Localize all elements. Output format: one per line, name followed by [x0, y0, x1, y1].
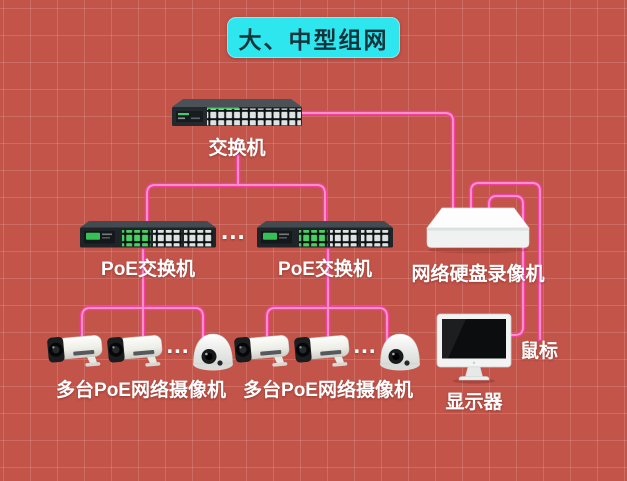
nvr-node: 网络硬盘录像机	[411, 200, 545, 286]
core-switch-label: 交换机	[208, 138, 266, 159]
nvr-label: 网络硬盘录像机	[411, 264, 545, 285]
bullet-camera-icon	[106, 328, 166, 372]
poe-switch-2-label: PoE交换机	[278, 259, 372, 280]
dome-camera-icon	[377, 330, 423, 372]
bullet-camera-icon	[293, 328, 353, 372]
poe-switch-icon	[78, 217, 218, 251]
diagram-title: 大、中型组网	[238, 26, 389, 53]
camera-row: ...	[46, 328, 235, 372]
camera-group-1: ... 多台PoE网络摄像机	[46, 328, 236, 402]
bullet-camera-icon	[46, 328, 106, 372]
dome-camera-icon	[190, 330, 236, 372]
camera-group-1-label: 多台PoE网络摄像机	[56, 380, 226, 401]
poe-switch-1-label: PoE交换机	[101, 259, 195, 280]
monitor-node: 显示器	[434, 312, 514, 414]
poe-switches-ellipsis: ...	[221, 215, 246, 245]
poe-switch-1-node: PoE交换机	[78, 217, 218, 281]
switch-icon	[170, 94, 304, 130]
core-switch-node: 交换机	[170, 94, 304, 160]
nvr-icon	[425, 200, 531, 256]
camera-group-2-label: 多台PoE网络摄像机	[243, 380, 413, 401]
camera-ellipsis: ...	[353, 332, 377, 359]
poe-switch-icon	[255, 217, 395, 251]
diagram-title-banner: 大、中型组网	[227, 17, 400, 58]
camera-group-2: ... 多台PoE网络摄像机	[233, 328, 423, 402]
camera-row: ...	[233, 328, 422, 372]
poe-switch-2-node: PoE交换机	[255, 217, 395, 281]
camera-ellipsis: ...	[166, 332, 190, 359]
mouse-label: 鼠标	[520, 341, 559, 362]
monitor-icon	[434, 312, 514, 384]
bullet-camera-icon	[233, 328, 293, 372]
monitor-label: 显示器	[445, 392, 503, 413]
